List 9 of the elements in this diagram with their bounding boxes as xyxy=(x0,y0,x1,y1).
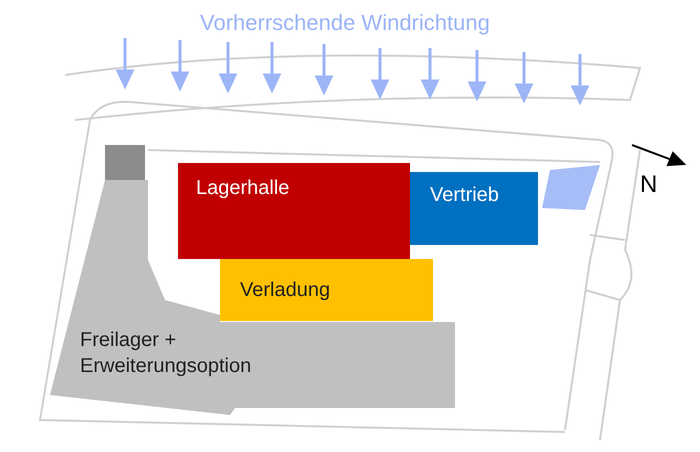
north-label: N xyxy=(640,172,658,198)
area-label: Freilager + Erweiterungsoption xyxy=(80,328,252,379)
wind-direction-label: Vorherrschende Windrichtung xyxy=(200,10,490,36)
warehouse-block xyxy=(178,163,410,259)
area-label: Vertrieb xyxy=(430,183,499,208)
area-label: Verladung xyxy=(240,278,330,303)
area-label: Lagerhalle xyxy=(196,176,290,201)
loading-block xyxy=(220,259,433,321)
sales-block xyxy=(410,172,538,245)
